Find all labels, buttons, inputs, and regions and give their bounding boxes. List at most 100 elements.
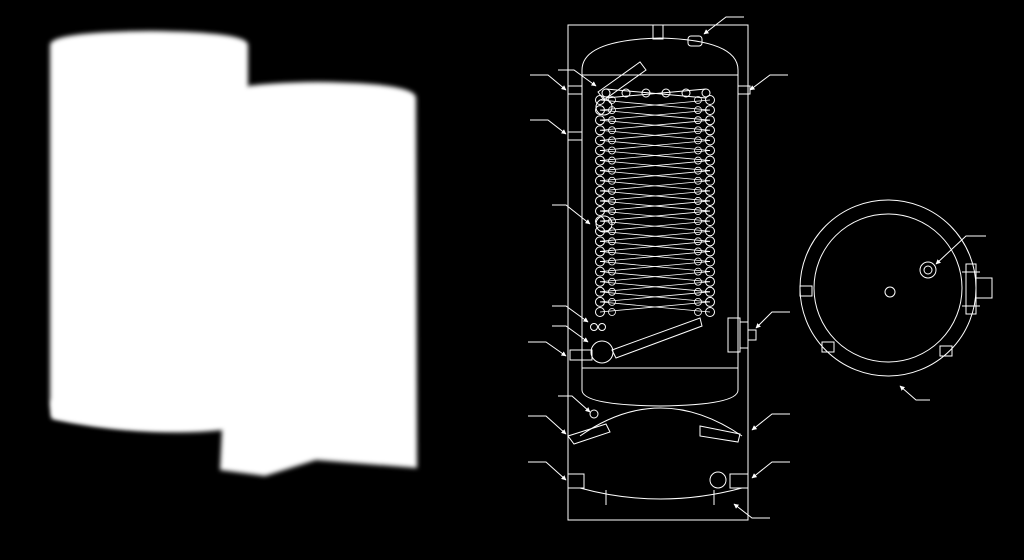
side-callout-arrows <box>528 16 790 519</box>
callout-arrow <box>703 16 744 35</box>
coil-loop-right <box>705 185 715 196</box>
coil-loop-right <box>705 115 715 126</box>
coil-loop-right <box>705 125 715 136</box>
coil-loop-left <box>595 155 605 166</box>
coil-loop-left <box>595 206 605 217</box>
callout-arrow <box>552 204 591 225</box>
outer-casing <box>567 24 749 521</box>
lower-right-bracket <box>939 345 953 357</box>
coil-inner-loop <box>608 197 616 205</box>
coil-wire <box>599 281 711 293</box>
coil-loop-right <box>705 135 715 146</box>
top-callout-arrows <box>899 235 986 401</box>
coil-wire <box>599 301 711 313</box>
coil-inner-loop <box>608 237 616 246</box>
coil-wire <box>599 261 711 273</box>
center-port <box>884 286 896 298</box>
callout-arrow <box>530 74 567 91</box>
callout-arrow <box>558 69 597 87</box>
inner-ring <box>813 213 963 363</box>
coil-loop-left <box>595 266 605 277</box>
coil-inner-loop <box>694 96 702 104</box>
coil-loop-left <box>595 175 605 186</box>
coil-loop-right <box>705 246 715 257</box>
tank-side-section <box>567 24 757 521</box>
left-bracket <box>799 285 813 297</box>
coil-inner-loop <box>694 247 702 256</box>
heat-exchanger-coil <box>590 88 715 331</box>
coil-wire <box>599 180 711 192</box>
callout-arrow <box>733 503 770 519</box>
left-lower-pipe <box>567 423 611 445</box>
coil-manifold-loop <box>681 88 691 98</box>
coil-loop-left <box>595 105 605 116</box>
coil-loop-left <box>595 226 605 237</box>
coil-loop-right <box>705 216 715 227</box>
left-bottom-nozzle <box>569 349 593 361</box>
coil-loop-right <box>705 175 715 186</box>
coil-inner-loop <box>608 126 616 135</box>
coil-loop-left <box>595 135 605 146</box>
coil-wire <box>599 150 711 161</box>
coil-loop-right <box>705 145 715 156</box>
coil-wire <box>599 230 711 242</box>
base-dome <box>579 487 743 500</box>
tank-top-view <box>799 199 993 377</box>
coil-inner-loop <box>608 96 616 104</box>
coil-wire <box>599 119 711 131</box>
coil-wire <box>599 291 711 303</box>
callout-arrow <box>528 415 567 435</box>
coil-loop-left <box>595 276 605 287</box>
coil-loop-left <box>595 286 605 297</box>
callout-arrow <box>751 461 790 479</box>
coil-inner-loop <box>694 156 702 165</box>
coil-inner-loop <box>608 308 616 316</box>
coil-inner-loop <box>608 257 616 266</box>
coil-inner-loop <box>694 166 702 175</box>
bottom-sensor <box>589 409 599 419</box>
coil-inner-loop <box>608 116 616 125</box>
anode-port <box>687 35 703 47</box>
coil-loop-right <box>705 165 715 176</box>
callout-arrow <box>528 461 567 481</box>
outer-ring <box>799 199 977 377</box>
coil-inner-loop <box>694 197 702 205</box>
coil-loop-left <box>595 185 605 196</box>
tank-silhouettes <box>50 31 417 476</box>
coil-inner-loop <box>608 217 616 226</box>
lower-left-bracket <box>821 341 835 353</box>
coil-wire <box>599 99 711 111</box>
coil-inner-loop <box>608 166 616 175</box>
offset-port-outer <box>919 261 937 279</box>
coil-manifold-loop <box>701 88 711 98</box>
top-angled-pipe <box>597 61 647 101</box>
coil-inner-loop <box>608 247 616 256</box>
coil-loop-right <box>705 236 715 247</box>
coil-inner-loop <box>694 146 702 155</box>
coil-inner-loop <box>694 136 702 145</box>
coil-inner-loop <box>608 136 616 145</box>
coil-wire <box>599 240 711 252</box>
coil-wire <box>599 200 711 212</box>
coil-loop-right <box>705 307 715 317</box>
coil-wire <box>599 139 711 151</box>
coil-inner-loop <box>608 287 616 296</box>
callout-arrow <box>899 385 930 401</box>
offset-port-inner <box>923 265 933 275</box>
callout-arrow <box>751 413 790 431</box>
coil-inner-loop <box>608 146 616 155</box>
coil-inner-loop <box>694 116 702 125</box>
left-fitting-mid <box>567 131 583 141</box>
coil-loop-left <box>595 216 605 227</box>
coil-wire <box>599 129 711 141</box>
callout-arrow <box>755 311 790 329</box>
top-vent-fitting <box>652 24 664 40</box>
coil-loop-left <box>595 296 605 307</box>
coil-wire <box>599 160 711 172</box>
coil-wire <box>599 210 711 222</box>
coil-inner-loop <box>694 267 702 276</box>
coil-loop-right <box>705 276 715 287</box>
coil-loop-left <box>595 95 605 105</box>
coil-wire <box>599 170 711 182</box>
